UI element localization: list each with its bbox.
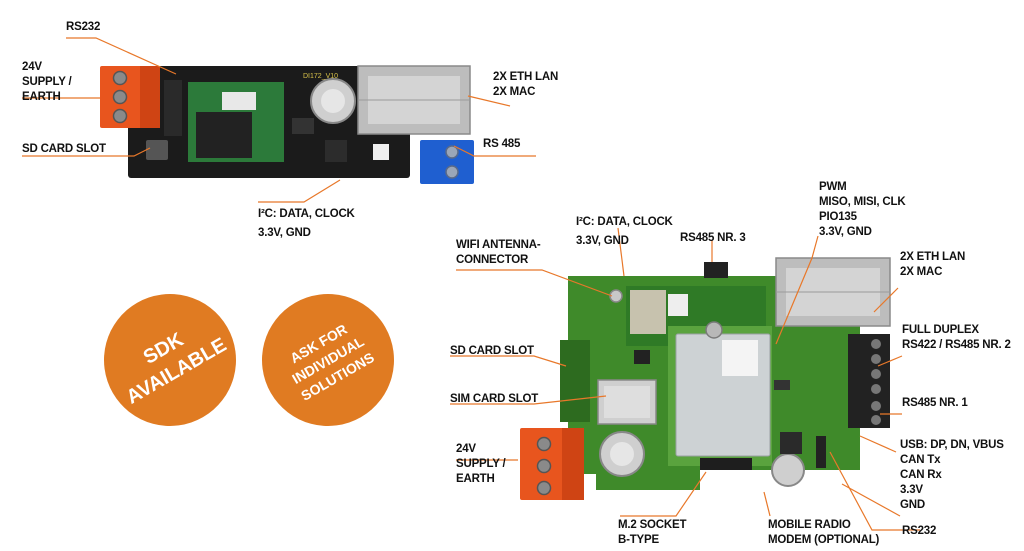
bottom-label-sim-card-slot: SIM CARD SLOT <box>450 393 539 405</box>
bottom-label-rs485-nr3: RS485 NR. 3 <box>680 232 746 244</box>
bottom-board <box>520 257 891 500</box>
top-label-i2c: I²C: DATA, CLOCK 3.3V, GND <box>258 208 355 239</box>
bottom-label-eth: 2X ETH LAN 2X MAC <box>900 251 966 278</box>
bottom-label-rs232: RS232 <box>902 525 937 537</box>
bottom-label-sd-card-slot: SD CARD SLOT <box>450 345 534 357</box>
leader-lines <box>22 37 920 531</box>
top-board: DI172_V10 <box>100 65 474 184</box>
bottom-terminal-black <box>848 334 890 428</box>
bottom-label-rs485-nr1: RS485 NR. 1 <box>902 397 968 409</box>
top-silkscreen: DI172_V10 <box>303 73 338 80</box>
bottom-label-mobile-radio: MOBILE RADIO MODEM (OPTIONAL) <box>768 519 880 546</box>
top-label-rs485: RS 485 <box>483 138 521 150</box>
top-ethernet-jack <box>357 65 471 135</box>
bottom-label-supply: 24V SUPPLY / EARTH <box>456 443 506 485</box>
top-terminal-orange <box>100 66 160 128</box>
bottom-label-full-duplex: FULL DUPLEX RS422 / RS485 NR. 2 <box>902 324 1011 351</box>
bottom-label-usb: USB: DP, DN, VBUS CAN Tx CAN Rx 3.3V GND <box>900 439 1004 511</box>
top-label-eth: 2X ETH LAN 2X MAC <box>493 71 559 98</box>
bottom-label-i2c: I²C: DATA, CLOCK 3.3V, GND <box>576 216 673 247</box>
top-label-sd-card-slot: SD CARD SLOT <box>22 143 106 155</box>
top-label-supply: 24V SUPPLY / EARTH <box>22 61 72 103</box>
top-label-rs232: RS232 <box>66 21 101 33</box>
m2-modem-module <box>668 321 772 470</box>
bottom-terminal-orange <box>520 428 584 500</box>
bottom-label-pwm: PWM MISO, MISI, CLK PIO135 3.3V, GND <box>819 181 906 238</box>
top-terminal-blue <box>420 140 474 184</box>
bottom-ethernet-jack <box>775 257 891 327</box>
bottom-label-m2-socket: M.2 SOCKET B-TYPE <box>618 519 687 546</box>
bottom-label-wifi-antenna: WIFI ANTENNA- CONNECTOR <box>456 239 541 266</box>
